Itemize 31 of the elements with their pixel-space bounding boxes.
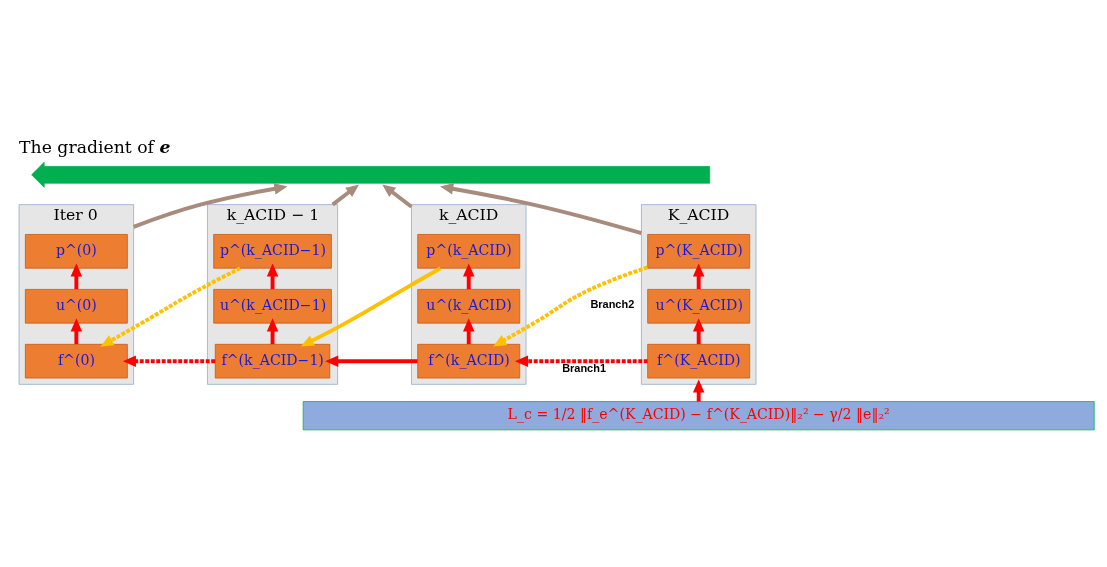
arrow — [70, 318, 83, 345]
arrow — [692, 318, 705, 345]
node-box: f^(0) — [24, 343, 128, 379]
arrow — [325, 355, 418, 367]
arrow — [382, 184, 413, 209]
node-box: f^(k_ACID) — [417, 343, 521, 379]
node-box: u^(k_ACID) — [417, 289, 521, 324]
edge-label: Branch2 — [590, 298, 635, 311]
arrow — [300, 266, 442, 347]
arrow — [331, 184, 360, 207]
arrow — [266, 318, 279, 345]
node-box: p^(0) — [24, 234, 128, 269]
node-box: f^(K_ACID) — [647, 343, 751, 379]
arrow — [100, 266, 241, 347]
node-box: p^(k_ACID) — [417, 234, 521, 269]
node-box: u^(K_ACID) — [647, 289, 751, 324]
node-box: f^(k_ACID−1) — [214, 343, 331, 379]
arrow — [493, 265, 649, 347]
node-box: L_c = 1/2 ‖f_e^(K_ACID) − f^(K_ACID)‖₂² − γ/2 ‖e‖₂² — [302, 401, 1095, 431]
edge-label: Branch1 — [562, 361, 607, 374]
arrow — [514, 355, 648, 367]
node-box: u^(0) — [24, 289, 128, 324]
node-box: p^(K_ACID) — [647, 234, 751, 269]
node-box: p^(k_ACID−1) — [213, 234, 332, 269]
arrow — [440, 183, 642, 236]
arrow — [122, 355, 216, 367]
node-box: u^(k_ACID−1) — [213, 289, 332, 324]
arrow — [463, 318, 475, 345]
node-arrow — [31, 161, 711, 188]
diagram-title: The gradient of e — [19, 137, 171, 158]
arrow — [132, 183, 288, 229]
